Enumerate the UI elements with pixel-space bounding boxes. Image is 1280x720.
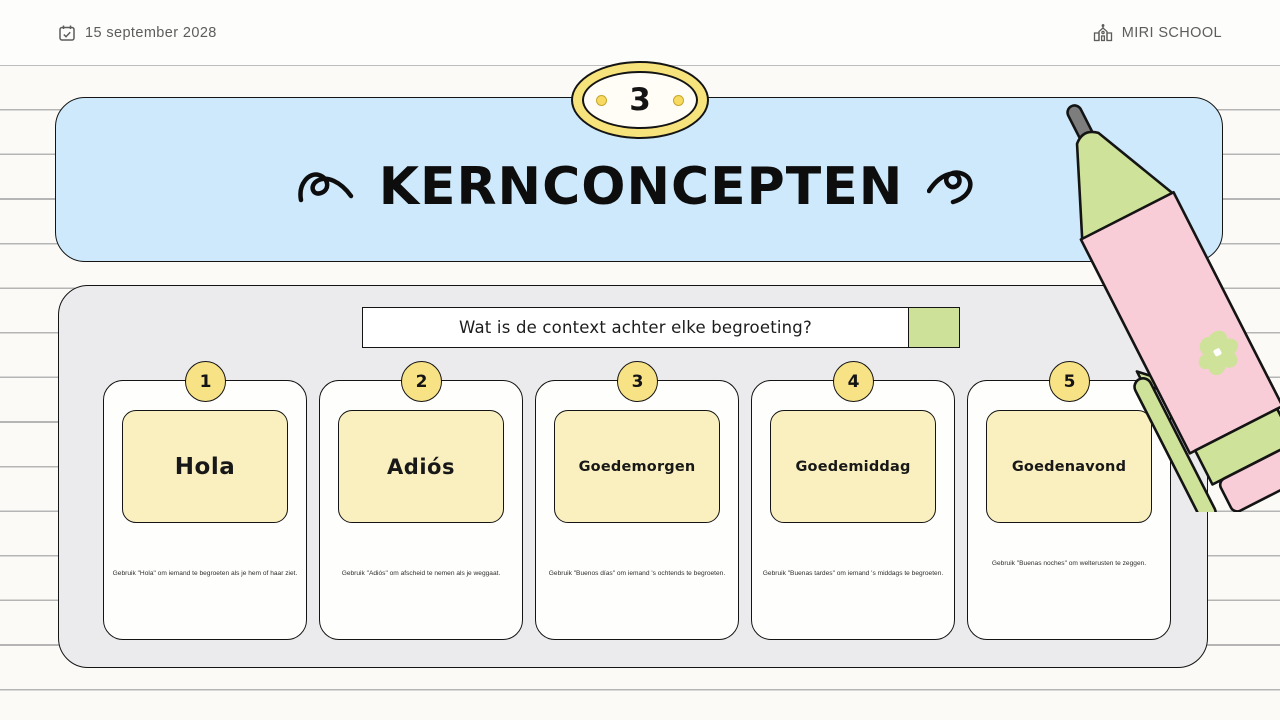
- date-label: 15 september 2028: [85, 24, 217, 41]
- question-accent-square: [908, 308, 959, 347]
- header-date-group: 15 september 2028: [58, 24, 217, 42]
- page-title: KERNCONCEPTEN: [378, 156, 904, 217]
- slide-number-badge: 3: [571, 61, 709, 139]
- calendar-icon: [58, 24, 76, 42]
- term-label: Goedemorgen: [578, 458, 696, 475]
- question-bar: Wat is de context achter elke begroeting…: [362, 307, 960, 348]
- concept-card-4: 4 Goedemiddag Gebruik "Buenas tardes" om…: [751, 361, 955, 640]
- term-box: Adiós: [338, 410, 504, 523]
- question-text: Wat is de context achter elke begroeting…: [459, 318, 812, 337]
- header-bar: 15 september 2028 MIRI SCHOOL: [0, 0, 1280, 66]
- badge-dot-left: [596, 94, 608, 106]
- school-label: MIRI SCHOOL: [1121, 24, 1222, 41]
- card-number-badge: 3: [617, 361, 658, 402]
- card-description: Gebruik "Hola" om iemand te begroeten al…: [112, 570, 298, 577]
- term-box: Goedenavond: [986, 410, 1152, 523]
- card-number-badge: 1: [185, 361, 226, 402]
- term-label: Adiós: [387, 454, 455, 479]
- term-label: Goedenavond: [1011, 458, 1127, 475]
- slide-number-badge-inner: 3: [582, 71, 698, 129]
- school-icon: [1093, 23, 1113, 42]
- slide-number: 3: [629, 82, 651, 118]
- card-number-badge: 2: [401, 361, 442, 402]
- squiggle-left-icon: [297, 166, 355, 208]
- header-school-group: MIRI SCHOOL: [1093, 23, 1222, 42]
- term-box: Hola: [122, 410, 288, 523]
- term-label: Goedemiddag: [795, 458, 911, 475]
- title-row: KERNCONCEPTEN: [297, 157, 982, 217]
- card-description: Gebruik "Buenos días" om iemand 's ochte…: [548, 570, 726, 577]
- concept-card-3: 3 Goedemorgen Gebruik "Buenos días" om i…: [535, 361, 739, 640]
- card-number-badge: 5: [1049, 361, 1090, 402]
- concept-card-5: 5 Goedenavond Gebruik "Buenas noches" om…: [967, 361, 1171, 640]
- card-number-badge: 4: [833, 361, 874, 402]
- term-box: Goedemorgen: [554, 410, 720, 523]
- card-description: Gebruik "Buenas tardes" om iemand 's mid…: [762, 570, 944, 577]
- card-description: Gebruik "Adiós" om afscheid te nemen als…: [341, 570, 501, 577]
- badge-dot-right: [672, 94, 684, 106]
- term-box: Goedemiddag: [770, 410, 936, 523]
- concept-card-1: 1 Hola Gebruik "Hola" om iemand te begro…: [103, 361, 307, 640]
- squiggle-right-icon: [927, 167, 981, 207]
- term-label: Hola: [174, 453, 236, 480]
- card-description: Gebruik "Buenas noches" om welterusten t…: [991, 560, 1147, 567]
- concept-card-2: 2 Adiós Gebruik "Adiós" om afscheid te n…: [319, 361, 523, 640]
